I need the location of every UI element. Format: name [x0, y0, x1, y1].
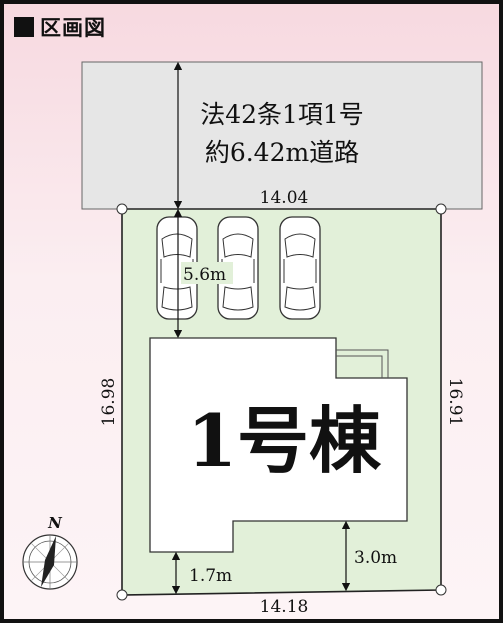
title-square-bullet — [14, 17, 34, 37]
compass-north-label: N — [47, 514, 63, 532]
parking-depth-label: 5.6m — [183, 265, 226, 285]
setback-front-label: 3.0m — [354, 548, 397, 568]
compass-needle — [41, 536, 56, 587]
corner-marker-tr — [435, 203, 447, 215]
title-bar: 区画図 — [14, 12, 106, 42]
road-area — [81, 61, 483, 210]
road-width-label: 約6.42m道路 — [205, 138, 359, 167]
road-type-label: 法42条1項1号 — [200, 100, 364, 129]
lot-left-dimension: 16.98 — [99, 378, 119, 427]
building-balcony-inner — [336, 355, 383, 378]
corner-marker-br — [435, 584, 447, 596]
corner-marker-bl — [116, 589, 128, 601]
corner-marker-tl — [116, 203, 128, 215]
compass-rose: N — [22, 514, 78, 590]
setback-side-label: 1.7m — [189, 566, 232, 586]
lot-bottom-dimension: 14.18 — [260, 597, 309, 617]
page-title: 区画図 — [40, 16, 106, 40]
parking-car-3 — [279, 216, 321, 320]
building-label: 1号棟 — [187, 398, 382, 483]
parking-depth-label-bg — [181, 262, 233, 284]
building-balcony — [336, 349, 389, 378]
lot-right-dimension: 16.91 — [445, 378, 465, 427]
lot-top-dimension: 14.04 — [260, 188, 309, 208]
